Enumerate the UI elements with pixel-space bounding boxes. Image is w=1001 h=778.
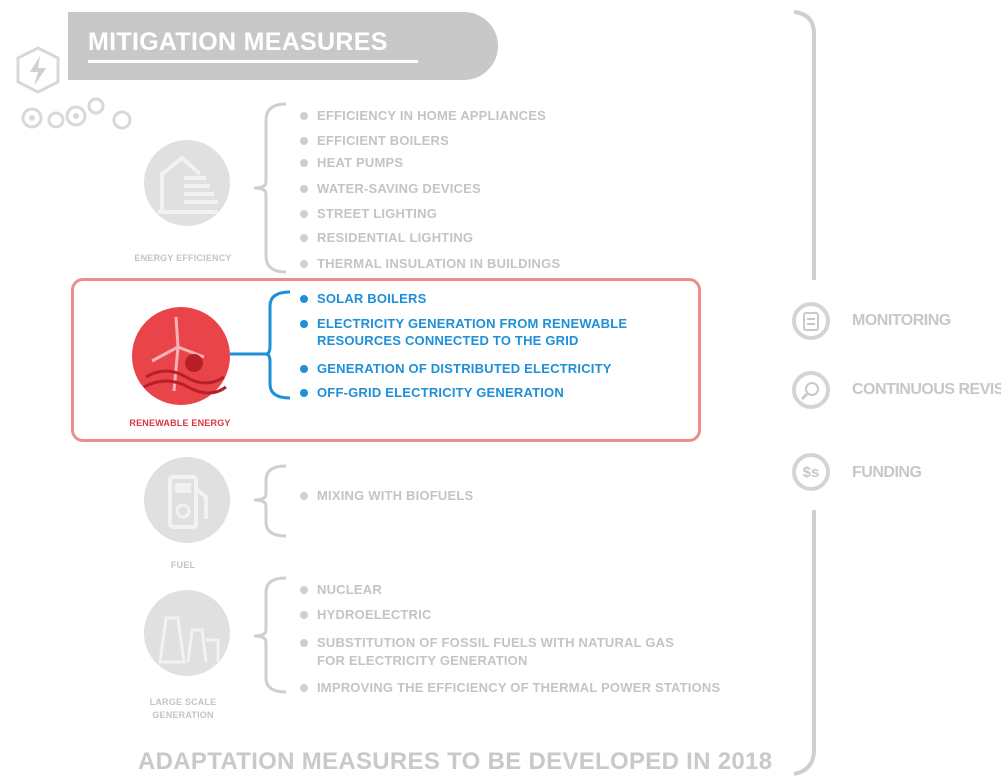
fuel-pump-icon xyxy=(168,475,208,529)
list-item-continuation: FOR ELECTRICITY GENERATION xyxy=(317,653,528,668)
list-item: GENERATION OF DISTRIBUTED ELECTRICITY xyxy=(300,361,612,376)
list-item: MIXING WITH BIOFUELS xyxy=(300,488,473,503)
fuel-circle xyxy=(144,457,230,543)
title-underline xyxy=(88,60,418,63)
list-item-continuation: RESOURCES CONNECTED TO THE GRID xyxy=(317,333,579,348)
footer-title: ADAPTATION MEASURES TO BE DEVELOPED IN 2… xyxy=(138,748,773,775)
category-label-energy-efficiency: ENERGY EFFICIENCY xyxy=(134,253,232,263)
funding-label: FUNDING xyxy=(852,464,922,481)
energy-efficiency-circle xyxy=(144,140,230,226)
renewable-energy-circle xyxy=(132,307,230,405)
list-item: WATER-SAVING DEVICES xyxy=(300,181,481,196)
wind-turbine-icon xyxy=(143,316,227,395)
category-label-large-scale: LARGE SCALE xyxy=(149,697,217,707)
list-item: THERMAL INSULATION IN BUILDINGS xyxy=(300,256,560,271)
list-item: RESIDENTIAL LIGHTING xyxy=(300,230,473,245)
monitoring-label: MONITORING xyxy=(852,312,951,329)
category-label-renewable-energy: RENEWABLE ENERGY xyxy=(129,418,231,428)
list-item: EFFICIENCY IN HOME APPLIANCES xyxy=(300,108,546,123)
clipboard-icon xyxy=(792,302,830,340)
large-scale-bracket xyxy=(253,576,287,694)
fuel-bracket xyxy=(253,464,287,538)
list-item: NUCLEAR xyxy=(300,582,382,597)
list-item: HYDROELECTRIC xyxy=(300,607,432,622)
category-label-generation: GENERATION xyxy=(152,710,214,720)
list-item: HEAT PUMPS xyxy=(300,155,403,170)
title-banner xyxy=(68,12,498,80)
power-plant-icon xyxy=(158,616,220,664)
list-item: OFF-GRID ELECTRICITY GENERATION xyxy=(300,385,564,400)
list-item: EFFICIENT BOILERS xyxy=(300,133,449,148)
energy-gears-icon xyxy=(16,46,132,130)
list-item: SOLAR BOILERS xyxy=(300,291,427,306)
category-label-fuel: FUEL xyxy=(170,560,196,570)
right-bracket xyxy=(793,10,816,776)
magnifier-icon xyxy=(792,371,830,409)
large-scale-generation-circle xyxy=(144,590,230,676)
page-title: MITIGATION MEASURES xyxy=(88,28,388,56)
dollar-icon: $s xyxy=(792,453,830,491)
list-item: ELECTRICITY GENERATION FROM RENEWABLE xyxy=(300,316,627,331)
list-item: IMPROVING THE EFFICIENCY OF THERMAL POWE… xyxy=(300,680,720,695)
energy-efficiency-bracket xyxy=(253,102,287,274)
list-item: STREET LIGHTING xyxy=(300,206,437,221)
continuous-revision-label: CONTINUOUS REVISION xyxy=(852,381,1001,398)
building-energy-icon xyxy=(158,155,218,214)
list-item: SUBSTITUTION OF FOSSIL FUELS WITH NATURA… xyxy=(300,635,674,650)
renewable-energy-bracket xyxy=(230,290,291,400)
